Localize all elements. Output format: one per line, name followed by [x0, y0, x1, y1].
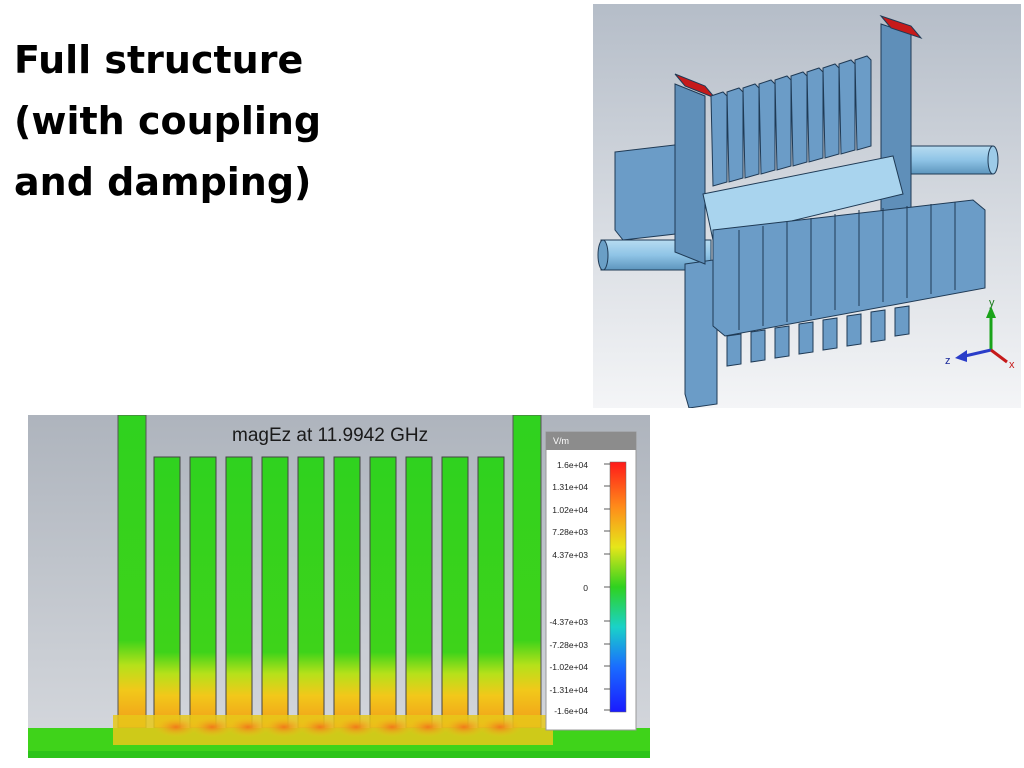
axis-triad: y z x	[945, 297, 1015, 371]
colorbar-tick: -1.6e+04	[554, 706, 588, 716]
colorbar-tick: 0	[583, 583, 588, 593]
title-line-2: (with coupling	[14, 99, 322, 143]
plot-title: magEz at 11.9942 GHz	[232, 425, 429, 446]
title-line-1: Full structure	[14, 38, 304, 82]
colorbar-tick: -4.37e+03	[549, 617, 588, 627]
title-line-3: and damping)	[14, 160, 312, 204]
colorbar-tick: -7.28e+03	[549, 640, 588, 650]
colorbar-tick: 7.28e+03	[552, 527, 588, 537]
structure-3d-render: y z x	[593, 4, 1021, 408]
colorbar-tick: 4.37e+03	[552, 550, 588, 560]
field-magnitude-plot	[28, 415, 650, 758]
colorbar-tick: 1.02e+04	[552, 505, 588, 515]
colorbar-tick: 1.6e+04	[557, 460, 588, 470]
axis-z-label: z	[945, 355, 951, 367]
slide-title: Full structure (with coupling and dampin…	[14, 30, 414, 213]
axis-y-label: y	[989, 297, 995, 309]
colorbar-gradient	[609, 461, 627, 713]
colorbar-tick: -1.31e+04	[549, 685, 588, 695]
axis-x-label: x	[1009, 359, 1015, 371]
colorbar-tick: -1.02e+04	[549, 662, 588, 672]
colorbar-unit: V/m	[553, 436, 570, 446]
colorbar-tick: 1.31e+04	[552, 482, 588, 492]
